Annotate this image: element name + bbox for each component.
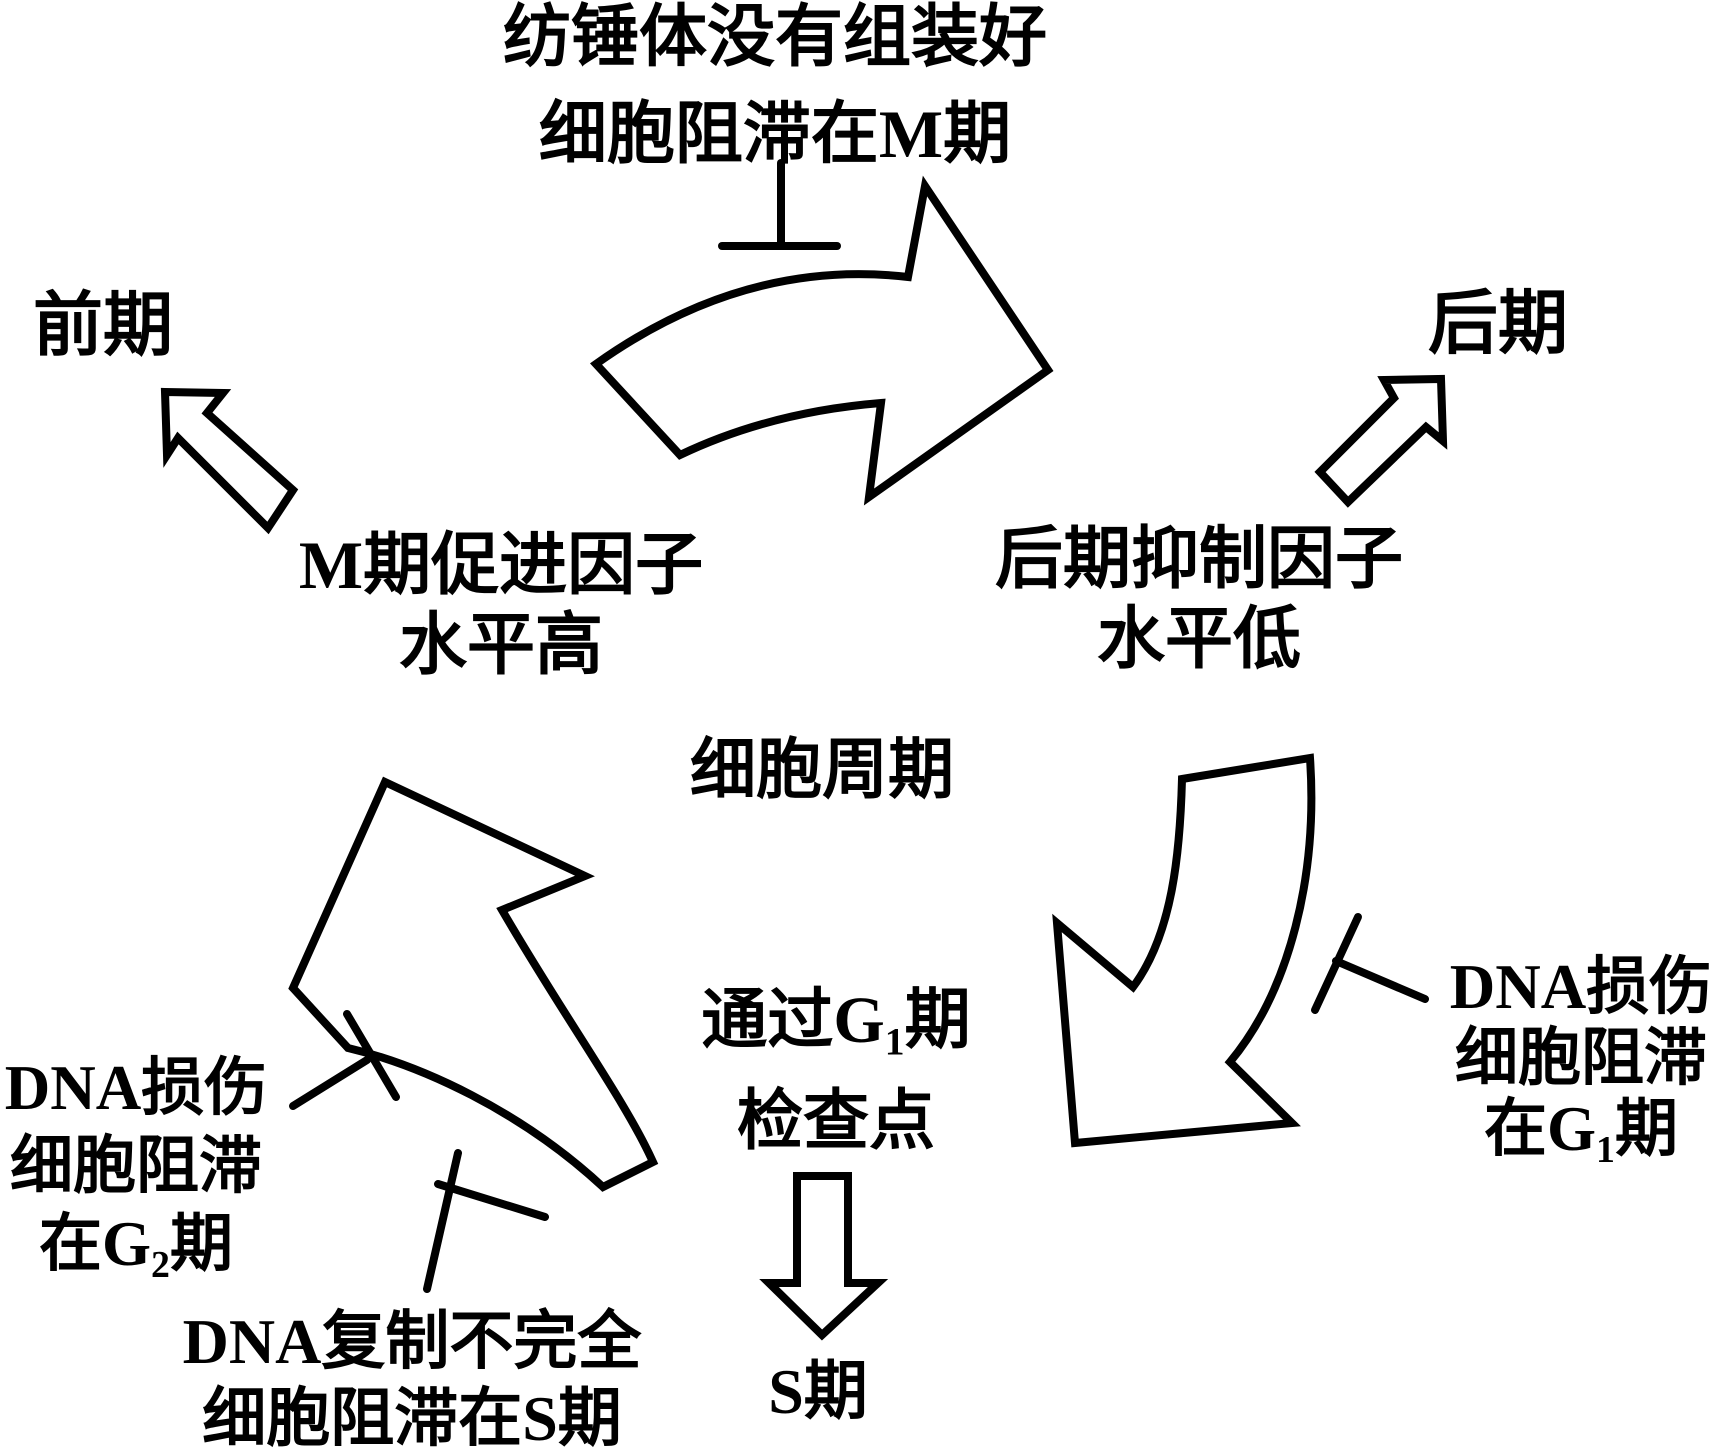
cycle-arrow-right — [1052, 753, 1316, 1148]
dna-damage-g1-note: DNA损伤 细胞阻滞 在G1期 — [1450, 952, 1713, 1186]
inhibition-tbar-s-icon — [423, 1149, 549, 1293]
dna-damage-g1-line-3-pre: 在G — [1484, 1094, 1597, 1164]
spindle-arrest-note: 纺锤体没有组装好 细胞阻滞在M期 — [503, 0, 1047, 183]
mpf-node: M期促进因子 水平高 — [299, 525, 703, 685]
inhibition-tbar-spindle-icon — [718, 159, 841, 250]
inhibition-tbar-g2-icon — [289, 1010, 400, 1110]
prophase-label: 前期 — [33, 288, 173, 365]
g1-subscript: 1 — [1596, 1129, 1615, 1172]
anaphase-inhibitor-line-2: 水平低 — [1096, 601, 1302, 677]
s-phase-label: S期 — [768, 1356, 868, 1427]
dna-damage-g1-line-1: DNA损伤 — [1449, 952, 1713, 1022]
arrow-to-anaphase — [1314, 374, 1448, 508]
cycle-arrow-left — [288, 776, 659, 1192]
anaphase-inhibitor-line-1: 后期抑制因子 — [994, 521, 1404, 597]
cell-cycle-title: 细胞周期 — [690, 734, 954, 807]
anaphase-label: 后期 — [1428, 286, 1568, 363]
g1-checkpoint-line-2: 检查点 — [736, 1084, 935, 1158]
g1-checkpoint-line-1-pre: 通过G — [701, 984, 885, 1057]
dna-damage-g2-line-2: 细胞阻滞 — [10, 1131, 262, 1201]
g2-subscript: 2 — [151, 1244, 170, 1287]
s-arrest-note-line-1: DNA复制不完全 — [182, 1306, 642, 1377]
arrow-to-prophase — [160, 387, 299, 535]
anaphase-inhibitor-node: 后期抑制因子 水平低 — [995, 519, 1403, 679]
s-arrest-note: DNA复制不完全 细胞阻滞在S期 — [183, 1303, 642, 1452]
inhibition-tbar-g1-icon — [1311, 913, 1429, 1014]
dna-damage-g2-line-3: 在G2期 — [5, 1205, 268, 1304]
dna-damage-g2-line-3-pre: 在G — [39, 1209, 152, 1279]
mpf-node-line-1: M期促进因子 — [298, 527, 704, 603]
dna-damage-g1-line-2: 细胞阻滞 — [1455, 1023, 1707, 1093]
dna-damage-g2-line-3-post: 期 — [169, 1209, 233, 1279]
cycle-arrow-top — [589, 175, 1054, 506]
g1-subscript: 1 — [884, 1019, 905, 1064]
spindle-arrest-note-line-2: 细胞阻滞在M期 — [538, 96, 1012, 172]
dna-damage-g1-line-3-post: 期 — [1614, 1094, 1678, 1164]
mpf-node-line-2: 水平高 — [398, 607, 603, 683]
g1-checkpoint-node: 通过G1期 检查点 — [701, 981, 970, 1161]
dna-damage-g2-line-1: DNA损伤 — [4, 1053, 268, 1123]
spindle-arrest-note-line-1: 纺锤体没有组装好 — [502, 0, 1048, 75]
g1-checkpoint-line-1-post: 期 — [904, 984, 971, 1057]
dna-damage-g2-note: DNA损伤 细胞阻滞 在G2期 — [5, 1049, 268, 1304]
g1-checkpoint-line-1: 通过G1期 — [701, 981, 970, 1082]
dna-damage-g1-line-3: 在G1期 — [1450, 1094, 1713, 1186]
arrow-to-s-phase — [759, 1172, 889, 1341]
s-arrest-note-line-2: 细胞阻滞在S期 — [202, 1383, 622, 1452]
